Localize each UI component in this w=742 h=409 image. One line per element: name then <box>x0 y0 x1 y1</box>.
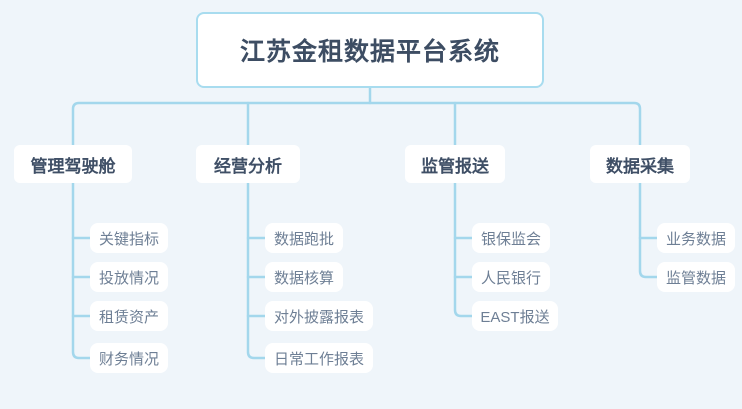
leaf-node-label: 投放情况 <box>98 269 159 287</box>
branch-node-label: 数据采集 <box>606 156 674 176</box>
leaf-node[interactable]: 日常工作报表 <box>265 343 373 373</box>
root-node[interactable]: 江苏金租数据平台系统 <box>196 12 544 88</box>
branch-1-trunk <box>71 181 92 360</box>
leaf-node-label: 日常工作报表 <box>273 350 364 368</box>
leaf-node-label: 监管数据 <box>665 269 726 287</box>
leaf-node[interactable]: 人民银行 <box>472 262 550 292</box>
branch-node-shuju-caiji[interactable]: 数据采集 <box>590 145 690 183</box>
root-node-label: 江苏金租数据平台系统 <box>239 38 500 66</box>
leaf-node-label: 数据核算 <box>273 269 334 287</box>
leaf-node[interactable]: 数据核算 <box>265 262 343 292</box>
branch-node-jingying-fenxi[interactable]: 经营分析 <box>196 145 300 183</box>
leaf-node[interactable]: 财务情况 <box>90 343 168 373</box>
leaf-node-label: 人民银行 <box>480 269 541 287</box>
leaf-node[interactable]: 投放情况 <box>90 262 168 292</box>
leaf-node-label: 数据跑批 <box>273 230 334 248</box>
leaf-node-label: 银保监会 <box>480 230 541 248</box>
branch-node-label: 监管报送 <box>421 156 489 176</box>
level2-bus <box>71 101 642 147</box>
branch-node-jianguan-baosong[interactable]: 监管报送 <box>405 145 505 183</box>
leaf-node[interactable]: 业务数据 <box>657 223 735 253</box>
leaf-node[interactable]: EAST报送 <box>472 301 558 331</box>
leaf-node[interactable]: 数据跑批 <box>265 223 343 253</box>
leaf-node[interactable]: 对外披露报表 <box>265 301 373 331</box>
branch-3-trunk <box>453 181 474 318</box>
leaf-node-label: 关键指标 <box>98 230 159 248</box>
branch-node-guanli-jiashicang[interactable]: 管理驾驶舱 <box>14 145 132 183</box>
branch-2-trunk <box>246 181 267 360</box>
leaf-node-label: 业务数据 <box>665 230 726 248</box>
leaf-node[interactable]: 银保监会 <box>472 223 550 253</box>
branch-node-label: 管理驾驶舱 <box>30 156 116 176</box>
leaf-node[interactable]: 监管数据 <box>657 262 735 292</box>
branch-node-label: 经营分析 <box>214 156 282 176</box>
leaf-node[interactable]: 关键指标 <box>90 223 168 253</box>
leaf-node-label: 对外披露报表 <box>273 308 364 326</box>
leaf-node[interactable]: 租赁资产 <box>90 301 168 331</box>
leaf-node-label: EAST报送 <box>480 308 550 326</box>
leaf-node-label: 财务情况 <box>98 350 159 368</box>
leaf-node-label: 租赁资产 <box>98 308 159 326</box>
branch-4-trunk <box>638 181 659 279</box>
